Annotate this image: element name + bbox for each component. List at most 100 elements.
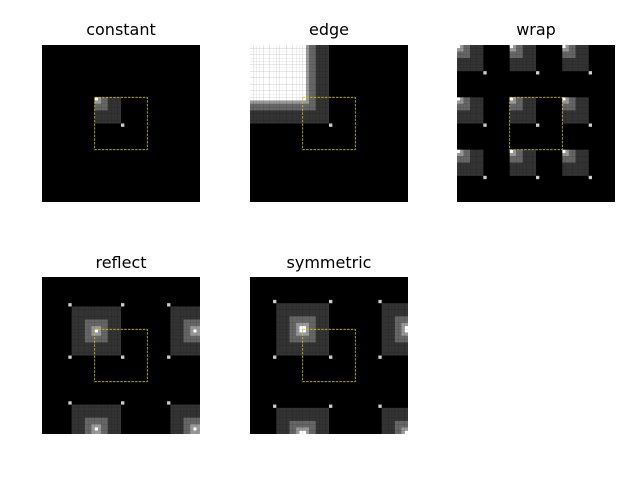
pixel-cell xyxy=(516,113,520,118)
pixel-cell xyxy=(111,316,115,320)
pixel-cell xyxy=(84,316,89,320)
pixel-cell xyxy=(101,107,105,111)
pixel-cell xyxy=(585,149,589,153)
pixel-cell xyxy=(97,312,102,317)
pixel-cell xyxy=(529,152,533,157)
pixel-cell xyxy=(170,339,174,343)
pixel-cell xyxy=(276,77,280,82)
pixel-cell xyxy=(457,120,461,124)
pixel-cell xyxy=(305,316,310,320)
pixel-cell xyxy=(289,103,293,108)
pixel-cell xyxy=(186,342,191,346)
pixel-cell xyxy=(305,319,310,323)
pixel-cell xyxy=(522,97,527,101)
pixel-cell xyxy=(529,67,533,72)
pixel-cell xyxy=(104,332,108,336)
pixel-cell xyxy=(101,427,105,431)
pixel-cell xyxy=(111,329,115,333)
pixel-cell xyxy=(111,417,115,421)
pixel-cell xyxy=(107,103,112,108)
pixel-cell xyxy=(319,77,323,82)
pixel-cell xyxy=(519,156,523,160)
pixel-cell xyxy=(183,309,187,314)
pixel-cell xyxy=(176,335,181,340)
pixel-cell xyxy=(305,424,310,428)
pixel-cell xyxy=(562,51,566,55)
pixel-cell xyxy=(470,156,474,160)
pixel-cell xyxy=(575,113,579,118)
pixel-cell xyxy=(322,71,326,75)
pixel-cell xyxy=(585,156,589,160)
pixel-cell xyxy=(269,80,274,85)
pixel-cell xyxy=(111,322,115,327)
pixel-cell xyxy=(282,411,287,415)
pixel-cell xyxy=(94,326,99,330)
pixel-cell xyxy=(193,414,197,418)
pixel-cell xyxy=(190,430,194,434)
pixel-cell xyxy=(111,420,115,425)
pixel-cell xyxy=(170,414,174,418)
pixel-cell xyxy=(483,71,487,75)
pixel-cell xyxy=(312,407,316,412)
pixel-cell xyxy=(384,342,389,346)
pixel-cell xyxy=(562,162,566,167)
pixel-cell xyxy=(519,110,523,114)
pixel-cell xyxy=(532,116,537,121)
pixel-cell xyxy=(292,332,297,336)
pixel-cell xyxy=(578,159,583,163)
pixel-cell xyxy=(562,61,566,65)
pixel-cell xyxy=(81,404,85,408)
pixel-cell xyxy=(585,152,589,157)
pixel-cell xyxy=(78,420,82,425)
pixel-cell xyxy=(190,329,194,333)
pixel-cell xyxy=(457,149,461,153)
pixel-cell xyxy=(315,113,320,118)
pixel-cell xyxy=(269,107,274,111)
pixel-cell xyxy=(91,319,95,323)
pixel-cell xyxy=(279,411,283,415)
pixel-cell xyxy=(279,329,283,333)
pixel-cell xyxy=(81,407,85,412)
pixel-cell xyxy=(302,97,307,101)
pixel-cell xyxy=(273,64,277,68)
pixel-cell xyxy=(279,326,283,330)
pixel-cell xyxy=(388,319,392,323)
pixel-cell xyxy=(480,120,484,124)
pixel-cell xyxy=(101,306,105,310)
pixel-cell xyxy=(266,61,270,65)
pixel-cell xyxy=(312,303,316,307)
pixel-cell xyxy=(302,45,307,49)
pixel-cell xyxy=(578,45,583,49)
pixel-cell xyxy=(276,84,280,88)
pixel-cell xyxy=(173,306,178,310)
pixel-cell xyxy=(509,156,514,160)
pixel-cell xyxy=(315,71,320,75)
pixel-cell xyxy=(509,152,514,157)
pixel-cell xyxy=(193,306,197,310)
pixel-cell xyxy=(516,169,520,173)
pixel-cell xyxy=(256,87,260,91)
pixel-cell xyxy=(170,312,174,317)
pixel-cell xyxy=(97,110,102,114)
pixel-cell xyxy=(286,80,290,85)
pixel-cell xyxy=(286,51,290,55)
pixel-cell xyxy=(565,110,569,114)
pixel-cell xyxy=(292,77,297,82)
pixel-cell xyxy=(296,427,300,431)
pixel-cell xyxy=(312,51,316,55)
pixel-cell xyxy=(384,306,389,310)
pixel-cell xyxy=(322,329,326,333)
pixel-cell xyxy=(183,407,187,412)
pixel-cell xyxy=(466,152,471,157)
pixel-cell xyxy=(302,113,307,118)
pixel-cell xyxy=(279,54,283,59)
pixel-cell xyxy=(91,312,95,317)
pixel-cell xyxy=(107,348,112,353)
pixel-cell xyxy=(282,110,287,114)
pixel-cell xyxy=(509,159,514,163)
pixel-cell xyxy=(480,54,484,59)
pixel-cell xyxy=(78,322,82,327)
pixel-cell xyxy=(266,48,270,52)
pixel-cell xyxy=(312,427,316,431)
pixel-cell xyxy=(470,169,474,173)
